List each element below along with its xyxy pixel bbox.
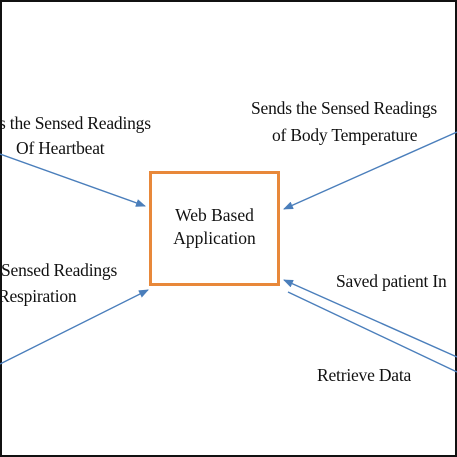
edge-label-saved-patient: Saved patient In: [336, 271, 447, 291]
edge-label-body-temperature-line2: of Body Temperature: [272, 125, 418, 145]
line-retrieve-data: [287, 291, 457, 373]
edge-label-respiration-line2: Respiration: [0, 286, 77, 306]
edge-label-respiration-line1: Sensed Readings: [1, 260, 118, 280]
web-based-application-node: Web Based Application: [149, 171, 280, 286]
edge-label-heartbeat-line2: Of Heartbeat: [16, 138, 105, 158]
arrow-saved-patient: [283, 279, 457, 358]
arrow-respiration: [0, 289, 149, 365]
edge-label-body-temperature-line1: Sends the Sensed Readings: [251, 98, 438, 118]
arrow-body-temperature: [283, 131, 457, 210]
edge-label-retrieve-data: Retrieve Data: [317, 365, 412, 385]
node-label: Web Based Application: [173, 205, 256, 248]
arrow-heartbeat: [0, 153, 146, 207]
edge-label-heartbeat-line1: s the Sensed Readings: [0, 113, 151, 133]
